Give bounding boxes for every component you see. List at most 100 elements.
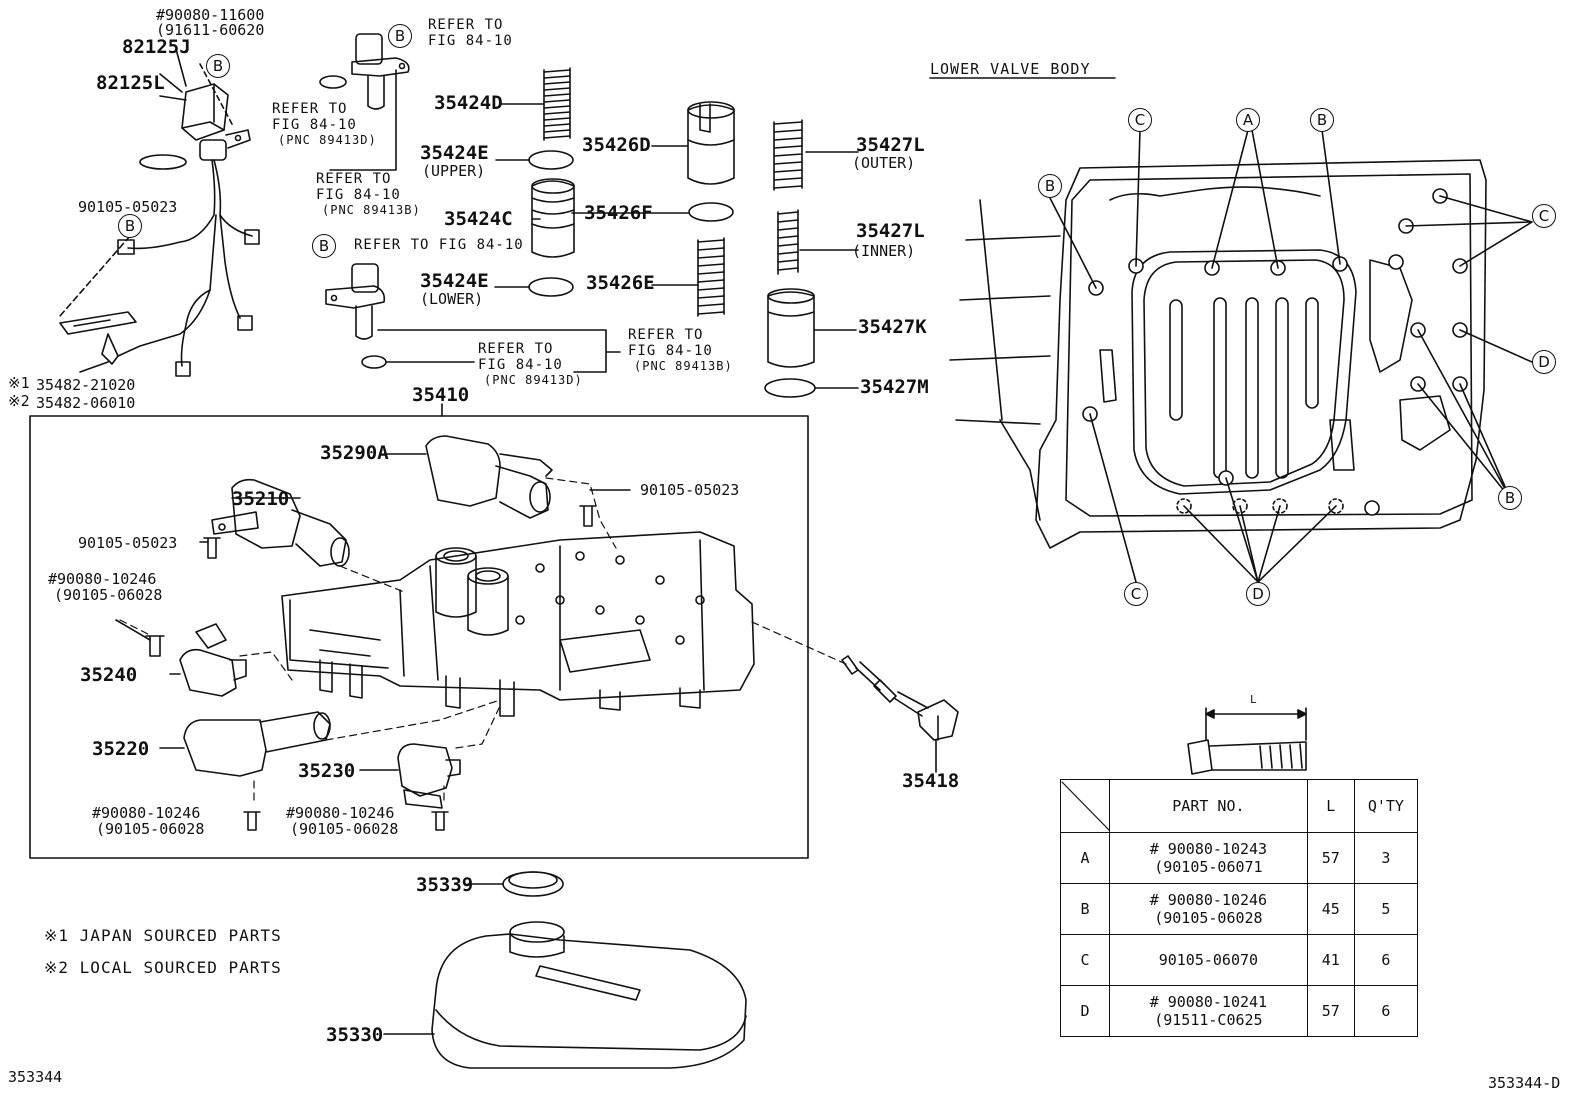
label-35210: 35210 [232,488,290,510]
part-number-line-1: # 90080-10243 [1149,840,1268,858]
label-82125J: 82125J [122,36,191,58]
callout-b-harness: B [118,214,142,238]
note-local-sourced: ※2 LOCAL SOURCED PARTS [44,958,282,977]
table-cell-part: # 90080-10241(91511-C0625 [1109,985,1308,1037]
refer-label-1b: FIG 84-10 [428,33,513,49]
label-35339: 35339 [416,874,474,896]
refer-label-3b: FIG 84-10 [316,187,401,203]
label-35240: 35240 [80,664,138,686]
label-35427L-outer: 35427L [856,134,925,156]
refer-label-6a: REFER TO [628,327,704,343]
refer-label-5a: REFER TO [478,341,554,357]
dimension-L-label: L [1250,693,1257,706]
label-91611-60620: (91611-60620 [156,21,265,39]
label-outer: (OUTER) [852,154,916,172]
callout-c-right: C [1532,204,1556,228]
table-cell-key: D [1059,985,1111,1037]
table-cell-length: 45 [1306,883,1355,935]
label-90105-06028-a: (90105-06028 [54,586,163,604]
label-90080-10246-b: #90080-10246 [92,804,201,822]
refer-label-3c: (PNC 89413B) [322,203,421,217]
label-inner: (INNER) [852,242,916,260]
label-35426F: 35426F [584,202,653,224]
footer-figure-number: 353344 [8,1068,63,1086]
refer-label-5b: FIG 84-10 [478,357,563,373]
label-35424C: 35424C [444,208,513,230]
callout-c-top: C [1128,108,1152,132]
label-90105-06028-b: (90105-06028 [96,820,205,838]
table-cell-part: # 90080-10243(90105-06071 [1109,832,1308,884]
label-35427K: 35427K [858,316,927,338]
label-35482-21020: 35482-21020 [36,376,136,394]
callout-b-connector: B [206,54,230,78]
label-35230: 35230 [298,760,356,782]
table-cell-qty: 6 [1353,985,1419,1037]
callout-b-left: B [1038,174,1062,198]
bolt-dimension-drawing [1187,707,1307,775]
refer-label-2a: REFER TO [272,101,348,117]
table-header-row: PART NO. L Q'TY [1059,779,1419,833]
callout-b-right: B [1498,486,1522,510]
table-cell-length: 41 [1306,934,1355,986]
label-90080-11600: #90080-11600 [156,6,265,24]
lower-valve-body-drawing [929,77,1533,583]
refer-label-4: REFER TO FIG 84-10 [354,237,524,253]
table-row: D # 90080-10241(91511-C0625 57 6 [1059,985,1419,1037]
refer-label-3a: REFER TO [316,171,392,187]
label-35424D: 35424D [434,92,503,114]
label-90105-05023-right: 90105-05023 [640,481,740,499]
label-35410: 35410 [412,384,470,406]
part-number-line-1: # 90080-10241 [1149,993,1268,1011]
valve-body-assembly-box [29,415,809,859]
table-header-qty: Q'TY [1353,779,1419,833]
label-90080-10246-a: #90080-10246 [48,570,157,588]
refer-label-6c: (PNC 89413B) [634,359,733,373]
label-90080-10246-c: #90080-10246 [286,804,395,822]
callout-b-sensor-upper: B [388,24,412,48]
table-cell-part: 90105-06070 [1109,934,1308,986]
note-japan-sourced: ※1 JAPAN SOURCED PARTS [44,926,282,945]
table-row: C 90105-06070 41 6 [1059,934,1419,986]
refer-label-2c: (PNC 89413D) [278,133,377,147]
harness-connector-drawing [59,48,260,377]
springs-and-pistons-drawing [494,67,859,398]
part-number-line-2: (91511-C0625 [1154,1011,1263,1029]
label-35427L-inner: 35427L [856,220,925,242]
table-row: B # 90080-10246(90105-06028 45 5 [1059,883,1419,935]
label-35427M: 35427M [860,376,929,398]
bolt-spec-table: PART NO. L Q'TY A # 90080-10243(90105-06… [1059,779,1419,1037]
table-cell-qty: 6 [1353,934,1419,986]
table-header-corner [1059,779,1111,833]
refer-label-6b: FIG 84-10 [628,343,713,359]
label-35424E-upper: 35424E [420,142,489,164]
label-35290A: 35290A [320,442,389,464]
refer-label-5c: (PNC 89413D) [484,373,583,387]
table-cell-key: C [1059,934,1111,986]
table-cell-qty: 5 [1353,883,1419,935]
table-cell-part: # 90080-10246(90105-06028 [1109,883,1308,935]
mark-2: ※2 [8,392,30,410]
label-35426D: 35426D [582,134,651,156]
part-number-line-2: (90105-06028 [1154,909,1263,927]
label-35220: 35220 [92,738,150,760]
label-90105-06028-c: (90105-06028 [290,820,399,838]
valve-body-drawing [115,435,847,831]
table-cell-key: B [1059,883,1111,935]
callout-a-top: A [1236,108,1260,132]
label-upper: (UPPER) [422,162,486,180]
table-header-part-no: PART NO. [1109,779,1308,833]
callout-d-bottom: D [1246,582,1270,606]
callout-b-top: B [1310,108,1334,132]
label-90105-05023-top: 90105-05023 [78,198,178,216]
label-lower: (LOWER) [420,290,484,308]
table-cell-key: A [1059,832,1111,884]
table-cell-length: 57 [1306,832,1355,884]
table-header-length: L [1306,779,1355,833]
part-number-line-1: # 90080-10246 [1149,891,1268,909]
table-cell-length: 57 [1306,985,1355,1037]
label-35424E-lower: 35424E [420,270,489,292]
part-35418-drawing [841,655,959,773]
label-35426E: 35426E [586,272,655,294]
